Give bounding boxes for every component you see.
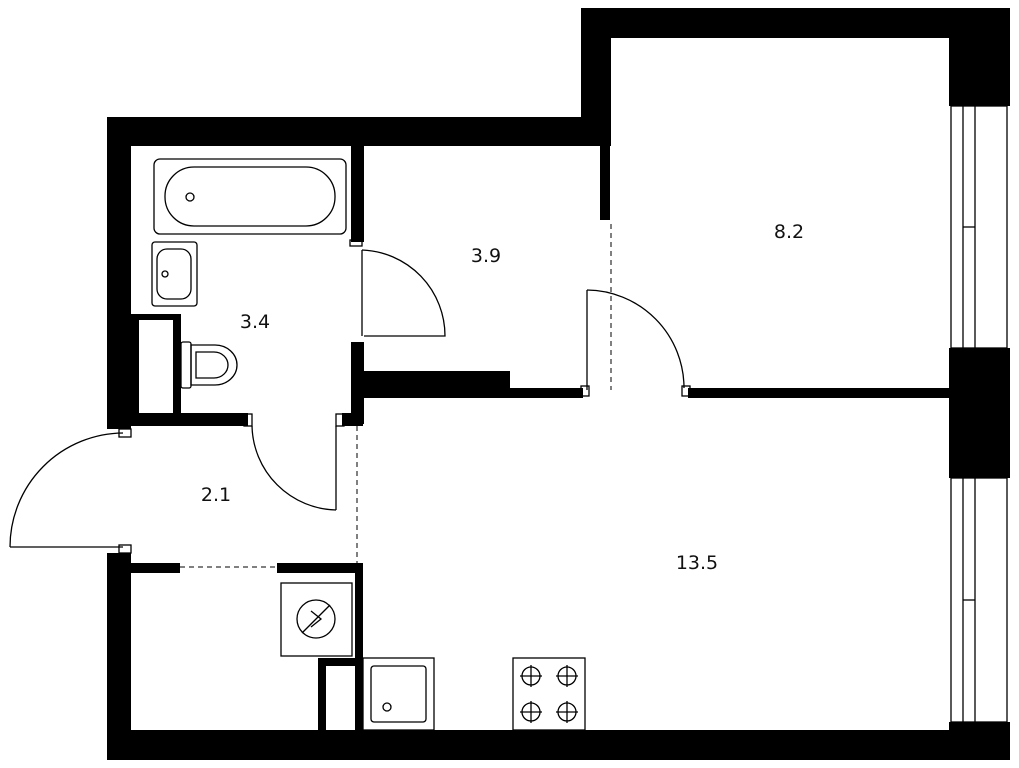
outer-walls: [107, 8, 1010, 760]
water-heater: [280, 582, 353, 657]
cooktop: [512, 657, 586, 731]
bathtub: [153, 158, 347, 235]
door-bedroom: [580, 289, 691, 397]
openings: [180, 224, 612, 568]
room-label-bathroom: 3.4: [240, 311, 270, 333]
door-entrance: [9, 428, 132, 554]
window-bedroom: [950, 105, 1008, 349]
room-label-hall: 3.9: [471, 245, 501, 267]
toilet: [180, 341, 238, 389]
kitchen-sink: [362, 657, 435, 731]
door-bathroom-hall: [349, 239, 446, 337]
room-label-bedroom: 8.2: [774, 221, 804, 243]
door-bathroom-entrance: [243, 413, 345, 511]
washbasin: [151, 241, 198, 307]
window-living: [950, 477, 1008, 723]
room-label-entrance: 2.1: [201, 484, 231, 506]
room-label-kitchen-living: 13.5: [676, 552, 718, 574]
interior-walls: [131, 146, 950, 730]
